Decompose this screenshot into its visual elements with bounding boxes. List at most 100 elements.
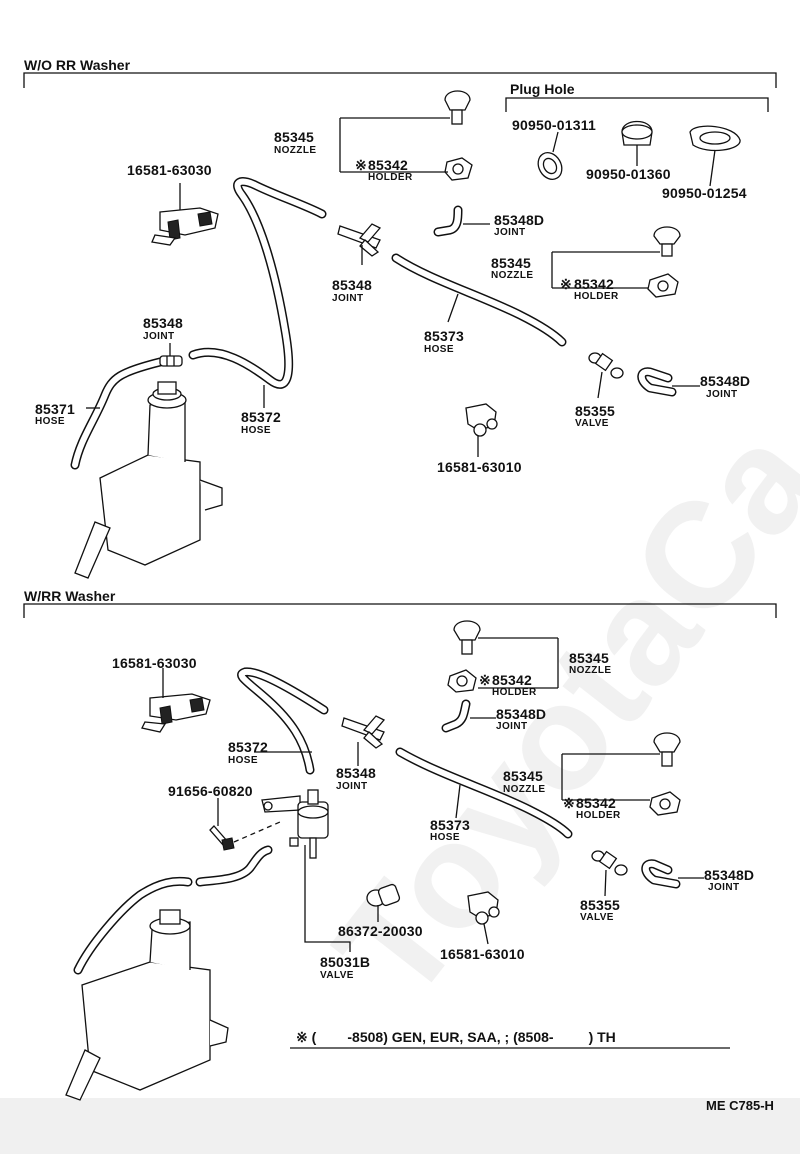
part-name: NOZZLE	[503, 784, 546, 795]
bottom-section-bracket	[23, 603, 777, 618]
part-number: 85342	[576, 795, 616, 811]
part-name: HOLDER	[368, 172, 413, 183]
figure-code: ME C785-H	[706, 1098, 774, 1113]
part-number: 85372	[228, 739, 268, 755]
part-name: HOLDER	[576, 810, 621, 821]
part-number: 85372	[241, 409, 281, 425]
part-number: 85348	[332, 277, 372, 293]
part-name: JOINT	[706, 389, 738, 400]
part-name: HOSE	[430, 832, 460, 843]
bottom-label-clamp-a: 16581-63030	[112, 655, 197, 671]
top-label-clamp-b: 16581-63010	[437, 459, 522, 475]
bottom-joint-85348-y	[341, 715, 386, 749]
top-valve-85355	[588, 352, 624, 379]
bottom-washer-tank	[65, 909, 229, 1101]
top-holder-a	[444, 157, 473, 181]
bottom-bolt-91656-60820	[209, 821, 281, 851]
part-name: HOSE	[241, 425, 271, 436]
part-number: 85348	[143, 315, 183, 331]
part-number: 85371	[35, 401, 75, 417]
bottom-holder-b	[649, 791, 681, 816]
bottom-joint-85348d-a	[441, 699, 471, 733]
part-number: 85348	[336, 765, 376, 781]
part-name: HOSE	[35, 416, 65, 427]
top-nozzle-a	[444, 90, 471, 125]
part-name: HOSE	[228, 755, 258, 766]
top-section-title: W/O RR Washer	[24, 57, 131, 73]
asterisk-mark: ※	[355, 157, 367, 173]
top-label-clamp-a: 16581-63030	[127, 162, 212, 178]
top-leaders	[86, 117, 716, 457]
bottom-label-clamp-b: 16581-63010	[440, 946, 525, 962]
part-number: 85348D	[494, 212, 545, 228]
top-joint-85348d-a	[433, 205, 463, 237]
part-name: NOZZLE	[569, 665, 612, 676]
part-number: 85348D	[496, 706, 547, 722]
bottom-nozzle-b	[653, 732, 681, 767]
plug-label-2: 90950-01360	[586, 166, 671, 182]
top-joint-85348-y	[337, 223, 382, 257]
plug-hole-1	[537, 152, 563, 180]
bottom-clamp-16581-63030	[141, 693, 211, 733]
bottom-grommet-86372-20030	[366, 883, 401, 907]
top-joint-85348-small	[159, 355, 183, 367]
asterisk-mark: ※	[479, 672, 491, 688]
asterisk-mark: ※	[563, 795, 575, 811]
bottom-label-bolt: 91656-60820	[168, 783, 253, 799]
bottom-pump-85031b	[261, 789, 329, 859]
plug-hole-title: Plug Hole	[510, 81, 575, 97]
part-number: 85348D	[704, 867, 755, 883]
plug-label-3: 90950-01254	[662, 185, 747, 201]
top-nozzle-b	[653, 226, 681, 257]
part-name: HOSE	[424, 344, 454, 355]
part-number: 85345	[569, 650, 609, 666]
part-number: 85345	[491, 255, 531, 271]
part-name: NOZZLE	[274, 145, 317, 156]
part-name: VALVE	[580, 912, 614, 923]
asterisk-mark: ※	[560, 276, 572, 292]
bottom-nozzle-a	[453, 620, 481, 655]
bottom-joint-85348d-b	[641, 859, 681, 889]
top-section-bracket	[23, 72, 777, 112]
bottom-hose-tank-to-valve	[73, 845, 273, 975]
part-name: JOINT	[496, 721, 528, 732]
top-holder-b	[647, 273, 679, 298]
part-number: 85342	[368, 157, 408, 173]
footer-band	[0, 1098, 800, 1154]
plug-hole-3	[689, 125, 741, 152]
part-number: 85345	[274, 129, 314, 145]
part-name: VALVE	[320, 970, 354, 981]
top-clamp-16581-63010	[465, 403, 498, 437]
part-name: NOZZLE	[491, 270, 534, 281]
bottom-leaders	[162, 637, 730, 1049]
bottom-holder-a	[447, 669, 477, 693]
bottom-hose-85373	[395, 747, 573, 839]
part-number: 85342	[492, 672, 532, 688]
plug-hole-2	[621, 120, 653, 146]
part-name: JOINT	[143, 331, 175, 342]
part-name: JOINT	[336, 781, 368, 792]
bottom-hose-85372	[237, 667, 329, 775]
part-number: 85373	[424, 328, 464, 344]
part-number: 85373	[430, 817, 470, 833]
part-number: 85031B	[320, 954, 371, 970]
part-name: JOINT	[332, 293, 364, 304]
bottom-label-grommet: 86372-20030	[338, 923, 423, 939]
part-number: 85355	[580, 897, 620, 913]
part-name: JOINT	[708, 882, 740, 893]
top-hose-85372	[188, 177, 327, 389]
footnote: ※ ( -8508) GEN, EUR, SAA, ; (8508- ) TH	[296, 1029, 616, 1045]
top-joint-85348d-b	[637, 367, 677, 397]
plug-label-1: 90950-01311	[512, 117, 596, 133]
part-name: HOLDER	[574, 291, 619, 302]
top-clamp-16581-63030	[151, 207, 219, 246]
bottom-section-title: W/RR Washer	[24, 588, 116, 604]
part-number: 85355	[575, 403, 615, 419]
part-name: JOINT	[494, 227, 526, 238]
part-name: HOLDER	[492, 687, 537, 698]
part-number: 85342	[574, 276, 614, 292]
bottom-clamp-16581-63010	[467, 891, 500, 925]
plug-hole-bracket	[505, 97, 769, 112]
